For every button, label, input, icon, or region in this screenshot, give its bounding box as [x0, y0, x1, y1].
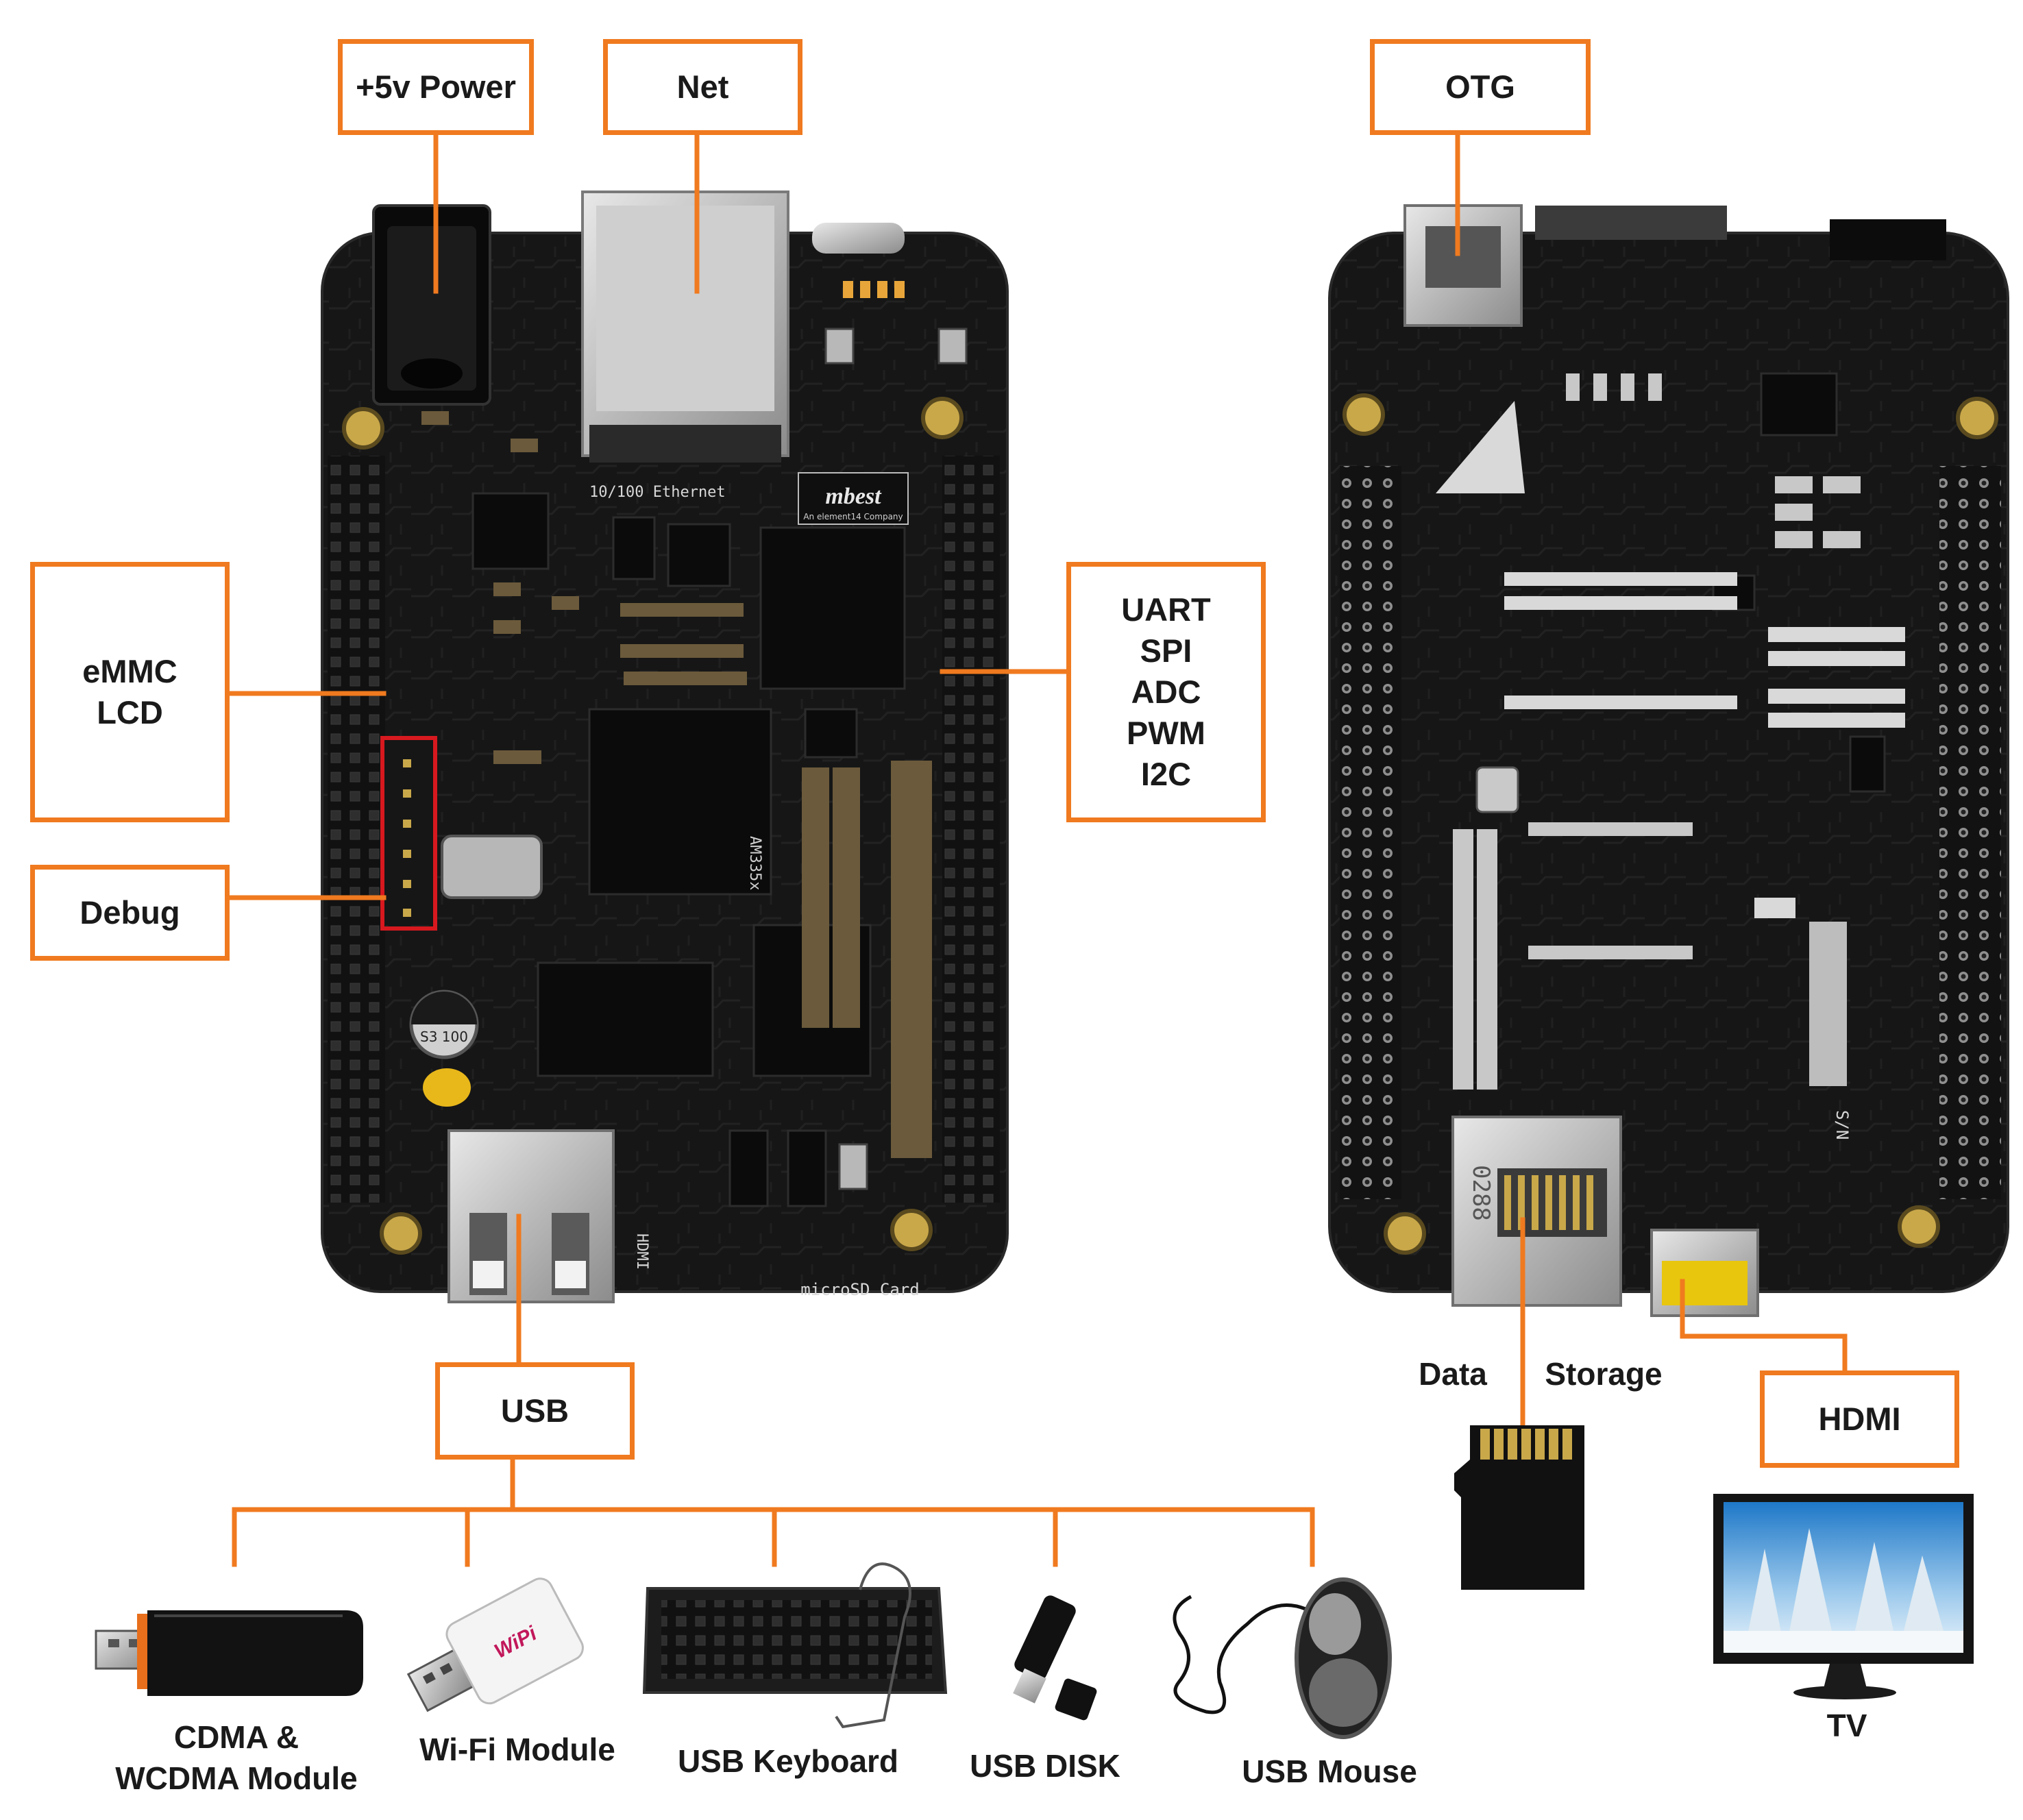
caption-keyboard: USB Keyboard	[677, 1743, 899, 1779]
crystal-y2	[1475, 766, 1519, 813]
power-jack	[372, 204, 491, 406]
resistor-arrays	[1504, 572, 1905, 918]
usb-flash-drive-icon	[1013, 1595, 1097, 1721]
user-leds	[843, 281, 905, 298]
usb-host-port	[447, 1129, 615, 1303]
header-p9	[328, 456, 385, 1203]
label-power: +5v Power	[338, 39, 534, 135]
label-debug: Debug	[30, 865, 230, 961]
svg-text:microSD Card: microSD Card	[800, 1280, 919, 1299]
connector-lines	[227, 131, 1848, 1567]
svg-text:10/100 Ethernet: 10/100 Ethernet	[589, 484, 726, 501]
caption-storage: Storage	[1545, 1356, 1663, 1392]
svg-text:An element14 Company: An element14 Company	[803, 512, 903, 521]
front-mini-usb	[812, 223, 905, 254]
esd-warning-symbol	[1436, 401, 1525, 493]
back-chips	[1712, 372, 1886, 793]
line-usb-tree	[232, 1457, 1315, 1567]
svg-text:HDMI: HDMI	[633, 1233, 650, 1270]
mbest-logo: mbest An element14 Company	[798, 472, 909, 525]
label-net: Net	[603, 39, 802, 135]
caption-disk: USB DISK	[970, 1748, 1120, 1784]
svg-text:mbest: mbest	[825, 484, 882, 509]
label-otg: OTG	[1370, 39, 1591, 135]
label-headers: UART SPI ADC PWM I2C	[1066, 562, 1266, 822]
caption-data: Data	[1419, 1356, 1487, 1392]
back-smd-components	[1453, 373, 1861, 1090]
ethernet-jack: 10/100 Ethernet	[581, 190, 789, 501]
tv-monitor-icon	[1713, 1494, 1974, 1699]
caption-cdma: CDMA & WCDMA Module	[115, 1719, 358, 1796]
micro-hdmi-port	[1650, 1229, 1759, 1317]
back-mounting-holes	[1342, 393, 1998, 1255]
usb-modem-icon	[95, 1610, 363, 1696]
debug-header	[380, 736, 437, 931]
electrolytic-capacitor: S3 100	[409, 989, 479, 1059]
label-usb: USB	[435, 1362, 635, 1460]
debug-highlight	[380, 736, 437, 931]
back-board: S/N 0288	[1328, 204, 2009, 1317]
front-board: 10/100 Ethernet mbest An element14 Compa…	[321, 190, 1009, 1303]
smd-components	[421, 411, 932, 1158]
microsd-slot: 0288	[1451, 1116, 1622, 1307]
mouse-icon	[1173, 1577, 1392, 1739]
svg-text:S/N: S/N	[1832, 1110, 1852, 1140]
caption-mouse: USB Mouse	[1242, 1754, 1417, 1789]
thermistor-rt1	[423, 1068, 471, 1107]
back-header-p9	[1939, 466, 2001, 1199]
microsd-card-icon	[1454, 1425, 1584, 1590]
keyboard-icon	[642, 1562, 948, 1729]
back-header-p8	[1340, 466, 1401, 1199]
svg-text:AM335x: AM335x	[746, 836, 763, 890]
svg-text:S3 100: S3 100	[420, 1029, 468, 1045]
mini-usb-otg-port	[1403, 204, 1523, 327]
serial-label-area	[1809, 922, 1847, 1086]
caption-wifi: Wi-Fi Module	[419, 1732, 615, 1767]
usb-wifi-dongle-icon: WiPi	[406, 1577, 584, 1712]
mounting-holes	[342, 397, 964, 1255]
label-emmc-lcd: eMMC LCD	[30, 562, 230, 822]
push-buttons	[824, 328, 968, 1190]
header-p8	[942, 456, 1000, 1203]
svg-text:0288: 0288	[1467, 1165, 1495, 1221]
label-hdmi: HDMI	[1760, 1370, 1959, 1468]
caption-tv: TV	[1826, 1708, 1867, 1743]
line-hdmi	[1680, 1279, 1848, 1373]
crystal-y1	[441, 835, 543, 899]
